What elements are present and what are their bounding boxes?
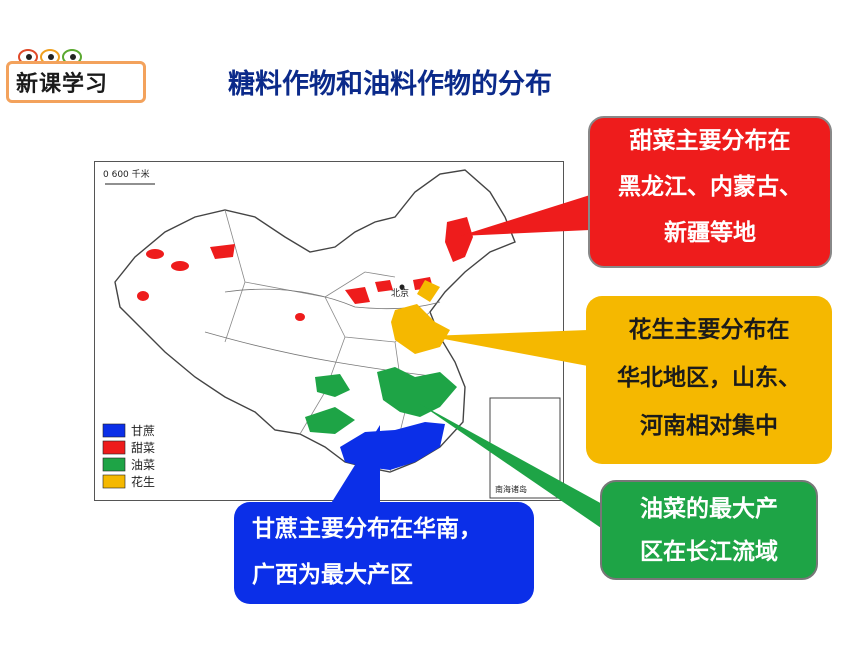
beet-regions xyxy=(137,217,473,321)
rape-callout-line: 区在长江流域 xyxy=(640,539,778,565)
beet-callout: 甜菜主要分布在 黑龙江、内蒙古、 新疆等地 xyxy=(588,116,832,268)
peanut-callout-line: 花生主要分布在 xyxy=(628,317,790,343)
sugarcane-callout-line: 广西为最大产区 xyxy=(252,562,413,588)
peanut-callout: 花生主要分布在 华北地区，山东、 河南相对集中 xyxy=(586,296,832,464)
eyes-icon xyxy=(18,49,82,65)
rape-regions xyxy=(305,367,457,434)
capital-label: 北京 xyxy=(391,287,409,299)
map-scale-label: 0 600 千米 xyxy=(103,168,150,180)
sugarcane-callout: 甘蔗主要分布在华南， 广西为最大产区 xyxy=(234,502,534,604)
slide-title: 糖料作物和油料作物的分布 xyxy=(228,69,552,100)
peanut-callout-line: 华北地区，山东、 xyxy=(617,365,801,391)
peanut-callout-line: 河南相对集中 xyxy=(640,413,778,439)
rape-callout: 油菜的最大产 区在长江流域 xyxy=(600,480,818,580)
beet-callout-line: 新疆等地 xyxy=(664,220,756,246)
rape-callout-line: 油菜的最大产 xyxy=(640,496,778,522)
rape-pointer xyxy=(420,404,604,530)
map-legend: 甘蔗 甜菜 油菜 花生 xyxy=(102,423,155,489)
map-drawing: 0 600 千米 南海诸岛 北京 xyxy=(102,168,561,499)
sugarcane-callout-line: 甘蔗主要分布在华南， xyxy=(252,516,482,542)
cane-pointer xyxy=(330,425,380,505)
inset-label: 南海诸岛 xyxy=(495,484,527,494)
peanut-regions xyxy=(391,280,450,354)
beet-callout-line: 甜菜主要分布在 xyxy=(629,128,791,154)
legend-label-sugarcane: 甘蔗 xyxy=(131,424,155,438)
badge-label: 新课学习 xyxy=(16,72,109,97)
beet-pointer xyxy=(460,195,590,236)
peanut-pointer xyxy=(428,330,588,366)
legend-label-beet: 甜菜 xyxy=(131,441,155,455)
beet-callout-line: 黑龙江、内蒙古、 xyxy=(618,174,802,200)
china-crop-map: 0 600 千米 南海诸岛 北京 xyxy=(94,161,564,501)
badge-frame xyxy=(6,61,146,103)
legend-label-rape: 油菜 xyxy=(131,458,155,472)
legend-label-peanut: 花生 xyxy=(131,474,155,489)
